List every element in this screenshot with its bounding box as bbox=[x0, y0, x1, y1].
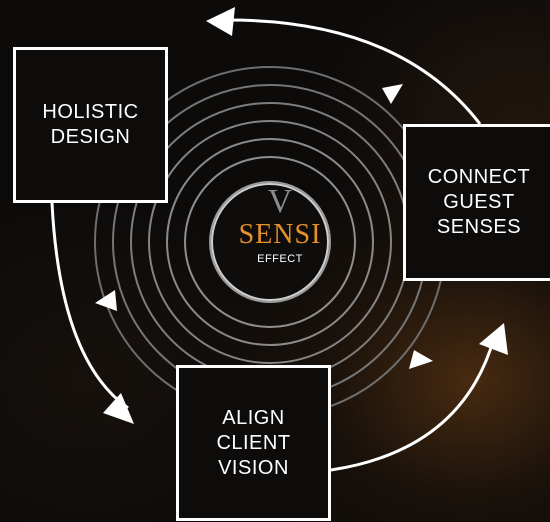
ring-arrow-bottom-right-icon bbox=[409, 350, 433, 369]
arrowhead-top-icon bbox=[206, 7, 235, 36]
outer-arrowheads bbox=[103, 7, 508, 424]
node-label: CONNECT GUEST SENSES bbox=[427, 166, 531, 238]
arrowhead-left-icon bbox=[103, 393, 134, 424]
node-label: HOLISTIC DESIGN bbox=[42, 101, 139, 148]
ring-arrow-top-right-icon bbox=[382, 84, 403, 104]
cycle-arcs bbox=[50, 18, 496, 472]
ring-4 bbox=[148, 120, 392, 364]
node-align-client-vision: ALIGN CLIENT VISION bbox=[176, 365, 331, 521]
ring-2 bbox=[184, 156, 356, 328]
arrowhead-bottom-icon bbox=[479, 323, 508, 355]
node-label: ALIGN CLIENT VISION bbox=[216, 406, 291, 479]
ring-arrow-left-icon bbox=[95, 290, 117, 311]
ring-3 bbox=[166, 138, 374, 346]
node-holistic-design: HOLISTIC DESIGN bbox=[13, 47, 168, 203]
arc-left bbox=[50, 202, 129, 410]
ring-1 bbox=[209, 181, 331, 303]
brand-title: SENSI bbox=[238, 219, 322, 250]
arc-bottom bbox=[330, 337, 496, 472]
node-connect-guest-senses: CONNECT GUEST SENSES bbox=[403, 124, 550, 281]
brand-subtitle: EFFECT bbox=[257, 253, 303, 265]
brand-mark: V bbox=[267, 183, 293, 220]
center-circle bbox=[211, 183, 329, 301]
ring-arrowheads bbox=[95, 84, 433, 369]
arc-top bbox=[227, 18, 482, 125]
center-logo: V SENSI EFFECT bbox=[200, 185, 360, 267]
